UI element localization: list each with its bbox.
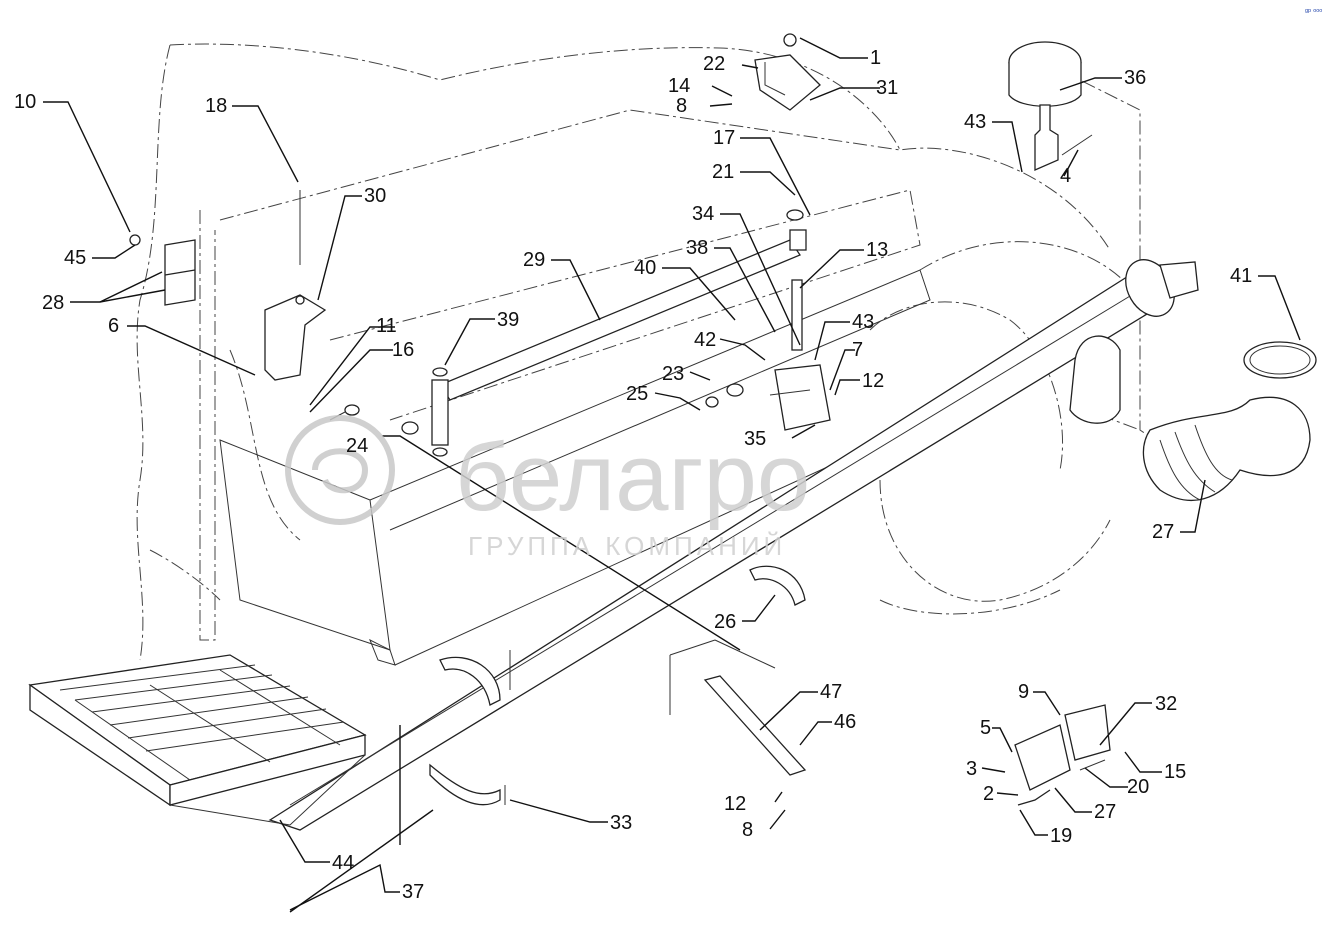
- callout-36: 36: [1124, 67, 1146, 89]
- callout-43: 43: [852, 311, 874, 333]
- callout-1: 1: [870, 47, 881, 69]
- callout-42: 42: [694, 329, 716, 351]
- callout-labels: 1 22 14 8 31 36 43 4 10 18 30 17 21 34 1…: [14, 47, 1252, 903]
- callout-45: 45: [64, 247, 86, 269]
- callout-39: 39: [497, 309, 519, 331]
- callout-18: 18: [205, 95, 227, 117]
- callout-46: 46: [834, 711, 856, 733]
- callout-22: 22: [703, 53, 725, 75]
- callout-2: 2: [983, 783, 994, 805]
- callout-13: 13: [866, 239, 888, 261]
- callout-5: 5: [980, 717, 991, 739]
- watermark: белагро ГРУППА КОМПАНИЙ: [285, 415, 810, 561]
- callout-29: 29: [523, 249, 545, 271]
- callout-26: 26: [714, 611, 736, 633]
- leader-lines: [43, 37, 1301, 913]
- hardware: [129, 33, 1111, 806]
- callout-34: 34: [692, 203, 714, 225]
- callout-7: 7: [852, 339, 863, 361]
- callout-6: 6: [108, 315, 119, 337]
- callout-20: 20: [1127, 776, 1149, 798]
- corner-mark: ᵍᵖ ᵒᵒᵒ: [1305, 7, 1322, 16]
- watermark-tagline: ГРУППА КОМПАНИЙ: [468, 531, 786, 561]
- callout-3: 3: [966, 758, 977, 780]
- callout-8: 8: [676, 95, 687, 117]
- callout-16: 16: [392, 339, 414, 361]
- saddle-clamps: [429, 565, 806, 806]
- callout-21: 21: [712, 161, 734, 183]
- callout-35: 35: [744, 428, 766, 450]
- exhaust-elbow: [1069, 335, 1317, 502]
- callout-40: 40: [634, 257, 656, 279]
- callout-25: 25: [626, 383, 648, 405]
- callout-30: 30: [364, 185, 386, 207]
- callout-17: 17: [713, 127, 735, 149]
- callout-41: 41: [1230, 265, 1252, 287]
- callout-24: 24: [346, 435, 368, 457]
- callout-47: 47: [820, 681, 842, 703]
- callout-23: 23: [662, 363, 684, 385]
- callout-43: 43: [964, 111, 986, 133]
- callout-32: 32: [1155, 693, 1177, 715]
- callout-27: 27: [1152, 521, 1174, 543]
- callout-38: 38: [686, 237, 708, 259]
- callout-15: 15: [1164, 761, 1186, 783]
- callout-8: 8: [742, 819, 753, 841]
- callout-19: 19: [1050, 825, 1072, 847]
- callout-11: 11: [376, 315, 397, 337]
- callout-37: 37: [402, 881, 424, 903]
- callout-14: 14: [668, 75, 690, 97]
- callout-44: 44: [332, 852, 354, 874]
- callout-12: 12: [724, 793, 746, 815]
- callout-4: 4: [1060, 165, 1071, 187]
- clamp-ring: [1008, 41, 1093, 171]
- watermark-brand: белагро: [455, 424, 810, 531]
- callout-33: 33: [610, 812, 632, 834]
- callout-31: 31: [876, 77, 898, 99]
- step-platform: [28, 654, 367, 826]
- callout-10: 10: [14, 91, 36, 113]
- callout-28: 28: [42, 292, 64, 314]
- callout-9: 9: [1018, 681, 1029, 703]
- callout-27: 27: [1094, 801, 1116, 823]
- callout-12: 12: [862, 370, 884, 392]
